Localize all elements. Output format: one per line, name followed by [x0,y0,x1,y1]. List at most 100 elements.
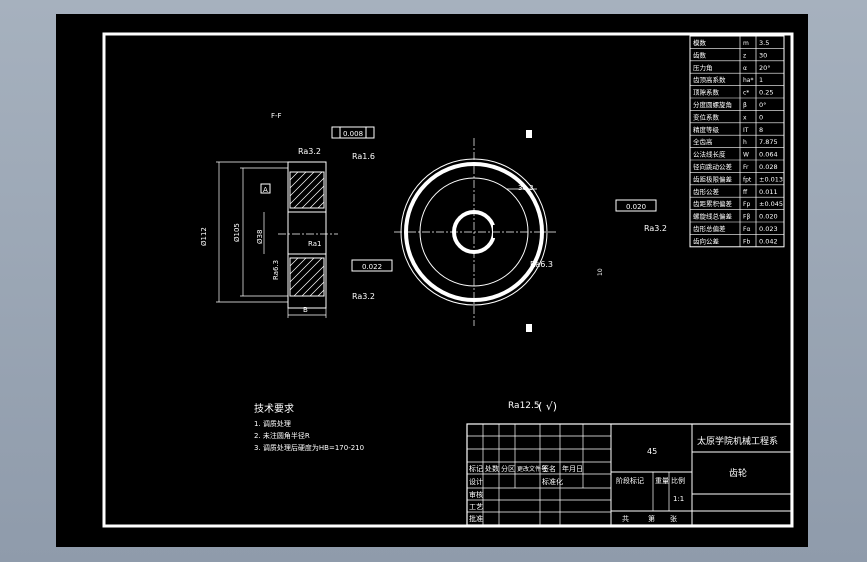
param-symbol: x [743,114,747,121]
part-name: 齿轮 [729,467,747,479]
ra-center: Ra6.3 [530,260,553,269]
section-mark-label: F-F [271,112,282,120]
tech-req-title: 技术要求 [254,402,294,415]
general-ra: Ra12.5 [508,401,540,411]
ra-right: Ra3.2 [644,224,667,233]
dim-key: 30.3 [518,184,534,192]
tech-req-item-1: 1. 调质处理 [254,419,291,428]
param-name: 齿数 [693,50,707,59]
param-symbol: W [743,152,749,159]
param-value: 0.023 [759,225,778,233]
company-name: 太原学院机械工程系 [697,435,778,447]
param-value: 0.020 [759,213,778,221]
title-block: 45 太原学院机械工程系 齿轮 标记 处数 分区 更改文件号 签名 年月日 设计… [466,423,792,526]
label-sheet-of: 第 [648,514,655,523]
label-zone: 分区 [501,464,515,473]
dim-pitch-diameter: Ø105 [233,223,241,242]
param-name: 精度等级 [693,125,720,134]
ra-face: Ra1 [308,240,321,248]
general-roughness: Ra12.5 ( √) [508,400,557,413]
param-name: 顶隙系数 [693,88,720,97]
param-value: 20° [759,64,771,72]
label-change: 更改文件号 [517,465,547,473]
general-ra-rest: ( √) [538,400,557,413]
section-arrow-bottom [526,324,532,332]
datum-box [260,183,271,194]
param-name: 齿顶高系数 [693,75,726,84]
param-value: 0 [759,113,763,121]
param-symbol: α [743,65,747,72]
flat-value-right: 0.020 [626,203,646,211]
flat-frame-right [615,199,657,212]
param-value: 7.875 [759,138,778,146]
runout-frame [351,259,393,272]
dim-bore-diameter: Ø38 [256,230,264,244]
tech-req-item-3: 3. 调质处理后硬度为HB=170-210 [254,443,364,452]
param-name: 模数 [693,38,707,47]
ra-top: Ra3.2 [298,147,321,156]
label-sign: 签名 [542,464,556,473]
dim-side: 10 [597,268,604,276]
flatness-frame [331,126,375,139]
dimension-lines [216,161,327,318]
end-view: 30.3 0.020 Ra3.2 Ra6.3 10 [394,130,667,332]
param-name: 齿向公差 [693,236,720,245]
param-name: 分度圆螺旋角 [693,100,732,109]
technical-requirements: 技术要求 1. 调质处理 2. 未注圆角半径R 3. 调质处理后硬度为HB=17… [254,402,364,452]
param-value: ±0.013 [759,175,783,183]
hatch-lines-top [289,171,325,209]
param-name: 径向跳动公差 [693,162,733,171]
sheet-frame [102,32,794,528]
label-sheet: 张 [670,514,677,523]
flatness-value: 0.008 [343,130,363,138]
param-value: 0.064 [759,151,778,159]
datum-letter: A [263,186,268,194]
label-mark: 标记 [469,464,483,473]
param-name: 变位系数 [693,112,720,121]
section-view: F-F Ø112 [200,112,393,318]
section-arrow-top [526,130,532,138]
param-symbol: ff [743,189,748,196]
gear-section-outline [287,161,327,309]
param-name: 齿形公差 [693,187,720,196]
ra-side: Ra1.6 [352,152,375,161]
keyway [493,225,505,238]
dim-face-width: B [303,306,308,314]
param-value: 30 [759,51,767,59]
tech-req-item-2: 2. 未注圆角半径R [254,431,310,440]
param-symbol: Fβ [743,214,750,221]
label-scale: 比例 [671,476,685,485]
label-design: 设计 [469,477,483,486]
param-symbol: h [743,139,747,146]
label-process: 工艺 [469,503,483,511]
dim-outer-diameter: Ø112 [200,227,208,246]
label-weight: 重量 [655,477,669,485]
param-symbol: ha* [743,77,753,84]
label-stage: 阶段标记 [616,476,644,485]
hatch-bottom [289,257,325,297]
param-value: 8 [759,126,763,134]
param-symbol: m [743,40,749,47]
param-symbol: IT [743,127,749,134]
label-approve: 批准 [469,514,483,523]
param-value: 0.028 [759,163,778,171]
label-date: 年月日 [562,464,583,473]
runout-value: 0.022 [362,263,382,271]
param-name: 螺旋线总偏差 [693,212,733,221]
label-std: 标准化 [542,477,563,486]
material: 45 [647,447,657,456]
param-symbol: Fr [743,164,749,171]
label-check: 审核 [469,490,483,499]
param-name: 齿形总偏差 [693,224,726,233]
label-count: 处数 [485,464,499,473]
param-name: 全齿高 [693,137,713,146]
param-name: 公法线长度 [693,150,726,159]
param-value: 1 [759,76,763,84]
param-value: 0.25 [759,89,773,97]
hatch-lines-bottom [289,257,325,297]
param-value: ±0.045 [759,200,783,208]
